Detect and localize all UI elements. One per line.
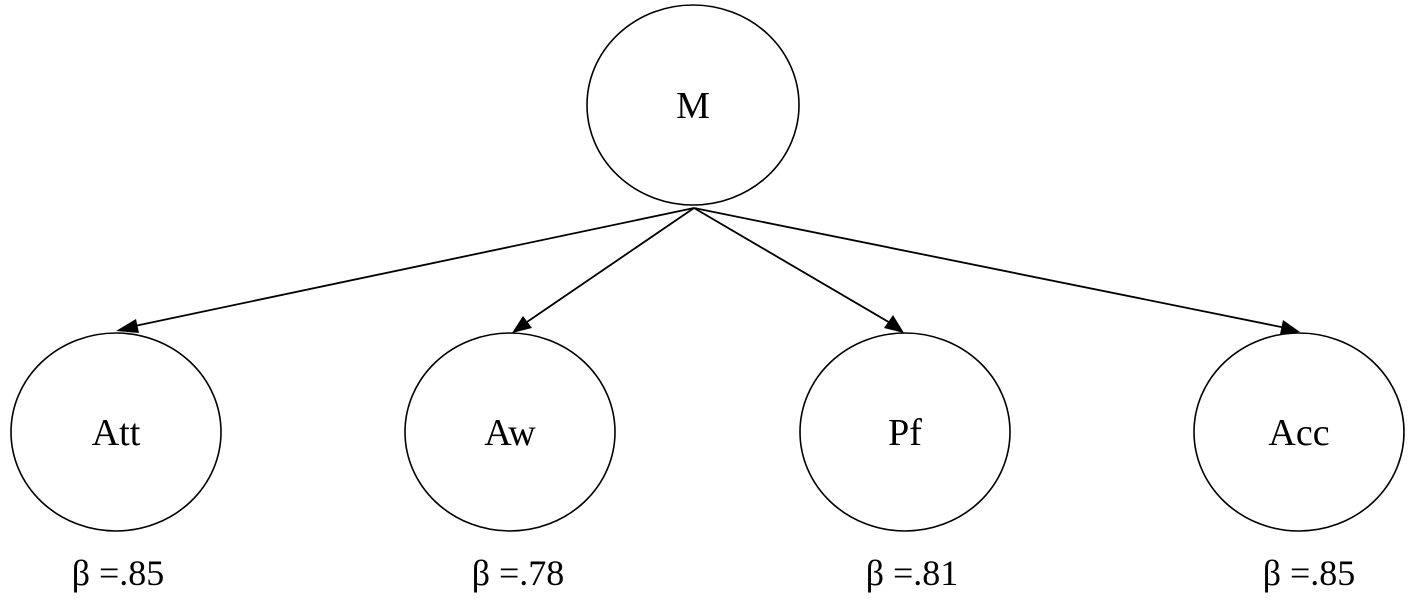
node-pf-label: Pf	[888, 412, 922, 454]
arrowhead-att-icon	[116, 319, 139, 333]
node-m-label: M	[676, 85, 710, 127]
arrowhead-aw-icon	[512, 316, 532, 333]
edge-m-att	[129, 207, 695, 328]
coefficient-pf: β =.81	[866, 553, 959, 593]
node-aw-label: Aw	[484, 412, 536, 454]
coefficients: β =.85 β =.78 β =.81 β =.85	[72, 553, 1356, 593]
node-m: M	[586, 4, 800, 206]
node-att: Att	[10, 332, 222, 532]
edge-m-pf	[693, 207, 893, 325]
coefficient-att: β =.85	[72, 553, 165, 593]
arrowhead-acc-icon	[1280, 320, 1300, 334]
node-acc: Acc	[1193, 332, 1405, 532]
node-aw: Aw	[404, 332, 616, 532]
coefficient-aw: β =.78	[472, 553, 565, 593]
arrowhead-pf-icon	[884, 315, 904, 333]
node-acc-label: Acc	[1268, 412, 1329, 454]
edge-m-acc	[693, 207, 1287, 329]
node-pf: Pf	[799, 332, 1011, 532]
edges	[116, 207, 1300, 334]
coefficient-acc: β =.85	[1263, 553, 1356, 593]
node-att-label: Att	[92, 412, 141, 454]
edge-m-aw	[523, 207, 695, 325]
